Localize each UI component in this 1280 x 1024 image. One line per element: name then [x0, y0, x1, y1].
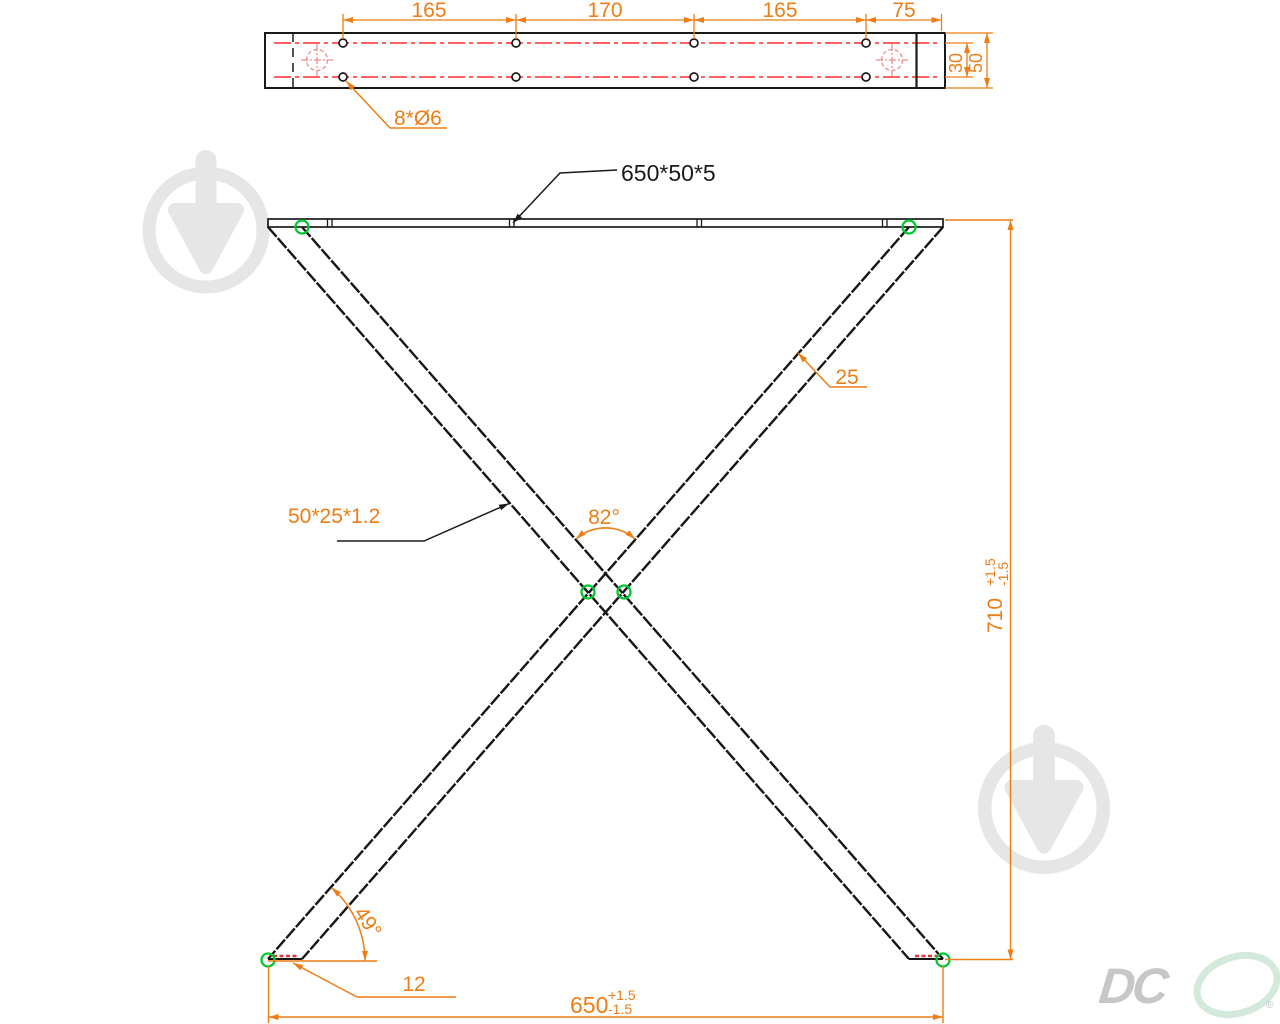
- holes-label: 8*Ø6: [394, 107, 442, 130]
- width-dim-text: 650 +1.5 -1.5: [570, 987, 636, 1018]
- dc-logo-swoosh: [1193, 952, 1280, 1018]
- mounting-holes: [338, 38, 871, 82]
- width-dim-tol-minus: -1.5: [608, 1001, 632, 1017]
- target-crosshair-icon: [301, 44, 333, 76]
- dc-logo-text: DC: [1096, 958, 1172, 1014]
- dim-165-right: 165: [762, 0, 797, 22]
- dim-50: 50: [966, 53, 986, 73]
- holes-callout-leader: [345, 80, 447, 129]
- top-plate-callout-leader: [512, 169, 618, 224]
- top-view: 165 170 165 75 30 50 8*Ø6: [264, 0, 993, 130]
- top-plate-edge: [267, 218, 944, 228]
- registered-mark: ®: [1266, 1000, 1274, 1011]
- foot-offset-leader: [292, 962, 456, 998]
- dim-75: 75: [892, 0, 915, 22]
- base-angle-label: 49°: [349, 903, 386, 942]
- height-dim-value: 710: [984, 598, 1007, 633]
- height-dim-tol-minus: -1.5: [995, 562, 1011, 586]
- dc-logo: DC ®: [1096, 952, 1280, 1018]
- apex-angle-arc: [575, 527, 636, 540]
- target-crosshair-icon: [876, 44, 908, 76]
- front-view: 650*50*5 25 82° 50*25*1.2 49° 12 710: [260, 160, 1014, 1023]
- dim-30: 30: [946, 53, 966, 73]
- leg-width-leader: [797, 352, 867, 388]
- hole-spacing-dimension: [342, 14, 943, 39]
- leg-width-label: 25: [835, 366, 858, 389]
- leg-section-leader: [337, 502, 510, 542]
- x-legs: [267, 226, 944, 960]
- dim-165-left: 165: [411, 0, 446, 22]
- width-dim-value: 650: [570, 992, 608, 1018]
- base-angle-arc: [331, 887, 368, 962]
- width-dimension: [267, 966, 944, 1023]
- ring-trowel-watermark-icon: [149, 150, 263, 287]
- height-dim-tol-plus: +1.5: [982, 558, 998, 586]
- width-dim-tol-plus: +1.5: [608, 987, 636, 1003]
- ring-trowel-watermark-icon: [985, 725, 1104, 867]
- foot-offset-label: 12: [402, 973, 425, 996]
- dim-170: 170: [587, 0, 622, 22]
- leg-section-label: 50*25*1.2: [288, 505, 380, 528]
- top-plate-label: 650*50*5: [621, 160, 716, 186]
- height-dimension: [945, 219, 1014, 961]
- apex-angle-label: 82°: [588, 506, 620, 529]
- plate-outline: [264, 32, 946, 89]
- centerlines: [274, 42, 937, 78]
- height-dim-text: 710 +1.5 -1.5: [982, 558, 1011, 633]
- plate-height-dimensions: [945, 32, 993, 89]
- joint-node-circles: [260, 219, 951, 968]
